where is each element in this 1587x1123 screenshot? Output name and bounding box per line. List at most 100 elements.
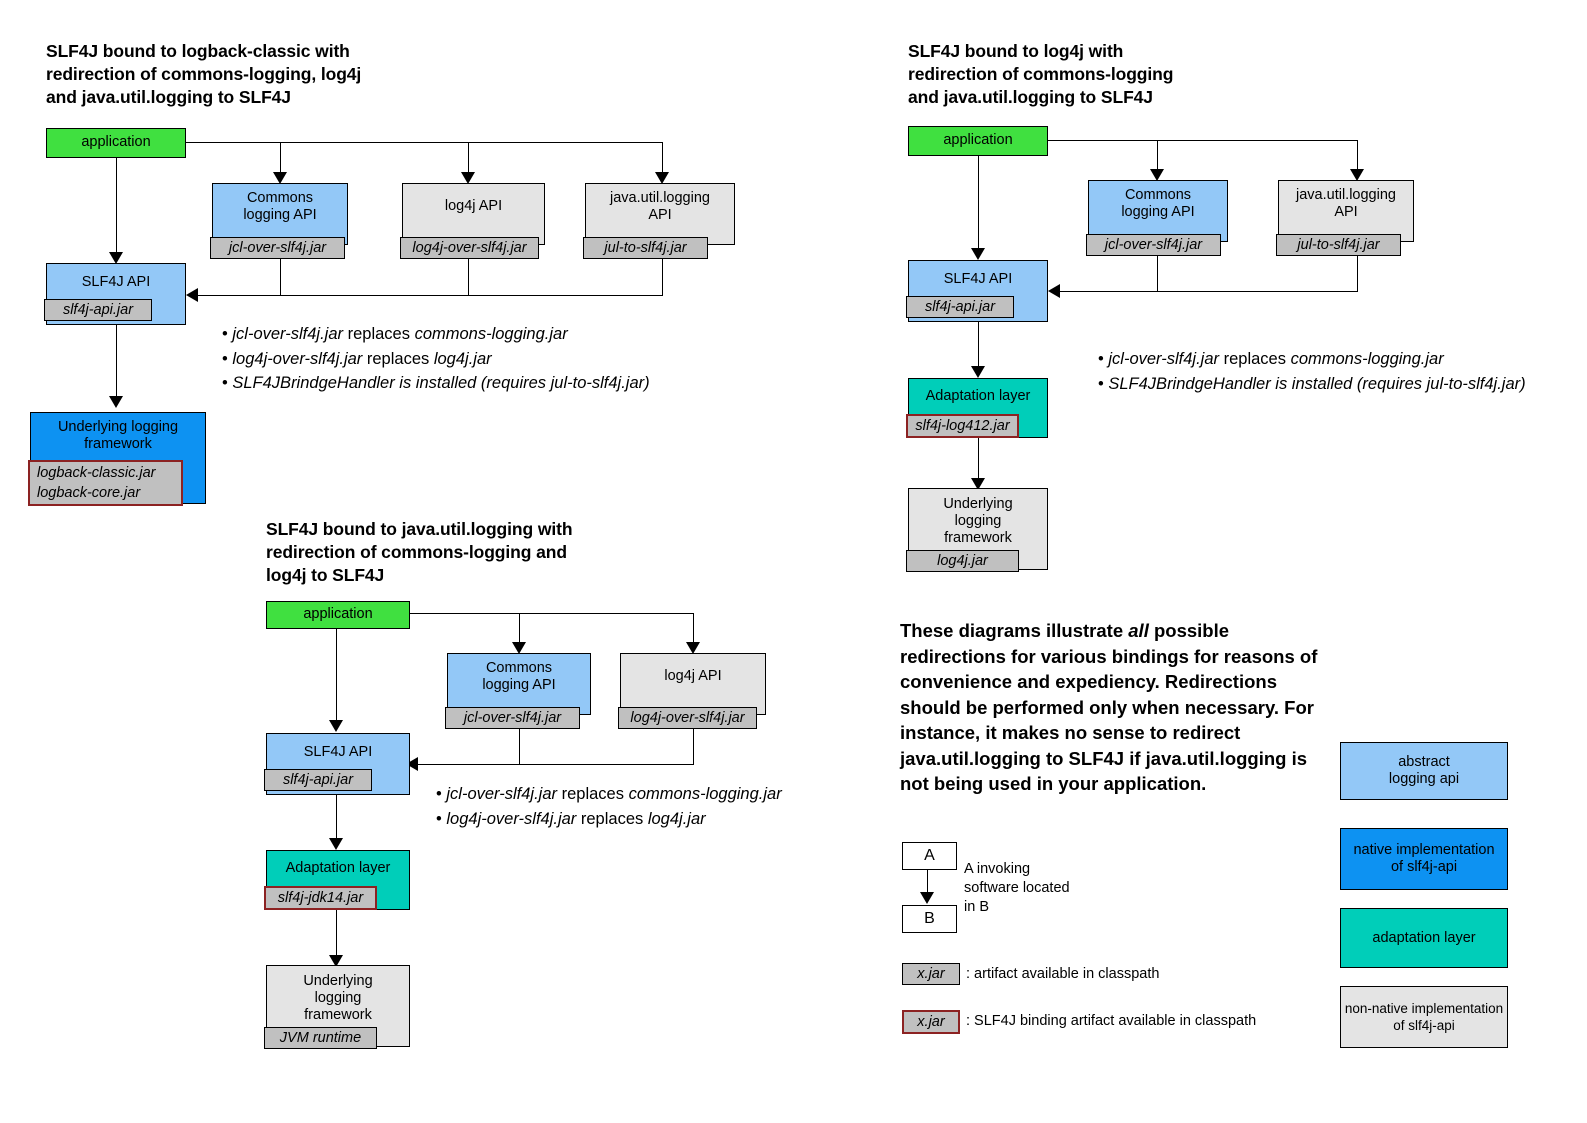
legend-color-abstract-api: abstract logging api [1340, 742, 1508, 800]
diagram2-commons-jar-chip: jcl-over-slf4j.jar [1086, 234, 1221, 256]
arrowhead-left [186, 288, 198, 302]
diagram1-commons-logging-box[interactable]: Commons logging API [212, 183, 348, 245]
box-label: application [303, 606, 373, 622]
connector-v [468, 258, 469, 295]
note-item: log4j-over-slf4j.jar replaces log4j.jar [436, 807, 782, 832]
legend-node-a: A [902, 842, 957, 870]
diagram2-commons-logging-box[interactable]: Commons logging API [1088, 180, 1228, 242]
connector-v [1357, 140, 1358, 172]
diagram3-notes: jcl-over-slf4j.jar replaces commons-logg… [436, 782, 782, 832]
connector-v [662, 142, 663, 175]
diagram1-logback-jar-chip: logback-classic.jar logback-core.jar [28, 460, 183, 506]
legend-color-adaptation-layer: adaptation layer [1340, 908, 1508, 968]
legend-jar-plain-chip: x.jar [902, 963, 960, 985]
arrowhead-down [1350, 169, 1364, 181]
diagram3-commons-logging-box[interactable]: Commons logging API [447, 653, 591, 715]
arrowhead-down [920, 892, 934, 904]
diagram1-application-box[interactable]: application [46, 128, 186, 158]
diagram1-log4j-api-box[interactable]: log4j API [402, 183, 545, 245]
diagram3-slf4j-jar-chip: slf4j-api.jar [264, 769, 372, 791]
paragraph-emphasis: all [1128, 620, 1149, 641]
legend-jar-plain-desc: : artifact available in classpath [966, 966, 1160, 982]
diagram1-notes: jcl-over-slf4j.jar replaces commons-logg… [222, 322, 650, 396]
box-label: Adaptation layer [925, 388, 1031, 404]
connector-v [519, 613, 520, 645]
box-label: Underlying logging framework [57, 419, 179, 452]
box-label: Underlying logging framework [303, 973, 373, 1023]
arrowhead-down [512, 642, 526, 654]
connector-v [978, 156, 979, 251]
note-item: jcl-over-slf4j.jar replaces commons-logg… [222, 322, 650, 347]
connector-v [978, 438, 979, 482]
paragraph-part2: possible redirections for various bindin… [900, 620, 1318, 794]
connector-v [927, 870, 928, 896]
diagram2-title: SLF4J bound to log4j with redirection of… [908, 41, 1174, 107]
box-label: application [943, 132, 1013, 148]
diagram3-application-box[interactable]: application [266, 601, 410, 629]
legend-jar-binding-desc: : SLF4J binding artifact available in cl… [966, 1013, 1257, 1029]
connector-v [336, 629, 337, 723]
connector-v [336, 795, 337, 842]
connector-h [418, 764, 694, 765]
diagram2-jul-api-box[interactable]: java.util.logging API [1278, 180, 1414, 242]
diagram1-slf4j-jar-chip: slf4j-api.jar [44, 299, 152, 321]
arrowhead-down [329, 955, 343, 967]
note-item: jcl-over-slf4j.jar replaces commons-logg… [436, 782, 781, 807]
diagram1-jul-jar-chip: jul-to-slf4j.jar [583, 237, 708, 259]
box-label: log4j API [664, 668, 722, 684]
paragraph-part1: These diagrams illustrate [900, 620, 1129, 641]
connector-h [186, 142, 663, 143]
connector-v [116, 325, 117, 400]
diagram1-title: SLF4J bound to logback-classic with redi… [46, 41, 362, 107]
box-label: Commons logging API [482, 660, 556, 693]
connector-v [116, 158, 117, 255]
legend-node-b: B [902, 905, 957, 933]
diagram1-log4j-jar-chip: log4j-over-slf4j.jar [400, 237, 539, 259]
connector-v [1157, 140, 1158, 172]
box-label: SLF4J API [303, 744, 373, 760]
note-item: SLF4JBrindgeHandler is installed (requir… [1098, 372, 1525, 397]
arrowhead-down [329, 720, 343, 732]
box-label: java.util.logging API [610, 190, 710, 223]
diagram3-adaptation-jar-chip: slf4j-jdk14.jar [264, 886, 377, 910]
arrowhead-down [109, 252, 123, 264]
arrowhead-down [109, 396, 123, 408]
connector-v [280, 258, 281, 295]
diagram3-commons-jar-chip: jcl-over-slf4j.jar [445, 707, 580, 729]
arrowhead-down [273, 172, 287, 184]
diagram2-application-box[interactable]: application [908, 126, 1048, 156]
diagram3-title: SLF4J bound to java.util.logging with re… [266, 519, 573, 585]
legend-color-native-impl: native implementation of slf4j-api [1340, 828, 1508, 890]
explanatory-paragraph: These diagrams illustrate all possible r… [900, 618, 1330, 797]
arrowhead-down [971, 366, 985, 378]
box-label: SLF4J API [81, 274, 151, 290]
note-item: log4j-over-slf4j.jar replaces log4j.jar [222, 347, 650, 372]
connector-v [662, 258, 663, 295]
diagram2-notes: jcl-over-slf4j.jar replaces commons-logg… [1098, 347, 1526, 397]
connector-h [1048, 140, 1358, 141]
diagram1-jul-api-box[interactable]: java.util.logging API [585, 183, 735, 245]
arrowhead-down [971, 248, 985, 260]
diagram2-adaptation-jar-chip: slf4j-log412.jar [906, 414, 1019, 438]
connector-v [693, 728, 694, 764]
connector-v [978, 322, 979, 370]
arrowhead-left [1048, 284, 1060, 298]
note-item: jcl-over-slf4j.jar replaces commons-logg… [1098, 347, 1526, 372]
arrowhead-down [329, 838, 343, 850]
box-label: log4j API [444, 198, 503, 214]
connector-v [336, 910, 337, 959]
diagram3-log4j-api-box[interactable]: log4j API [620, 653, 766, 715]
legend-jar-binding-chip: x.jar [902, 1010, 960, 1034]
legend-color-nonnative-impl: non-native implementation of slf4j-api [1340, 986, 1508, 1048]
box-label: SLF4J API [943, 271, 1013, 287]
box-label: Underlying logging framework [943, 496, 1013, 546]
connector-v [280, 142, 281, 175]
arrowhead-down [1150, 169, 1164, 181]
legend-arrow-caption: A invoking software located in B [964, 861, 1070, 915]
connector-v [693, 613, 694, 645]
connector-v [519, 728, 520, 764]
box-label: java.util.logging API [1296, 187, 1396, 220]
note-item: SLF4JBrindgeHandler is installed (requir… [222, 371, 649, 396]
arrowhead-down [971, 478, 985, 490]
